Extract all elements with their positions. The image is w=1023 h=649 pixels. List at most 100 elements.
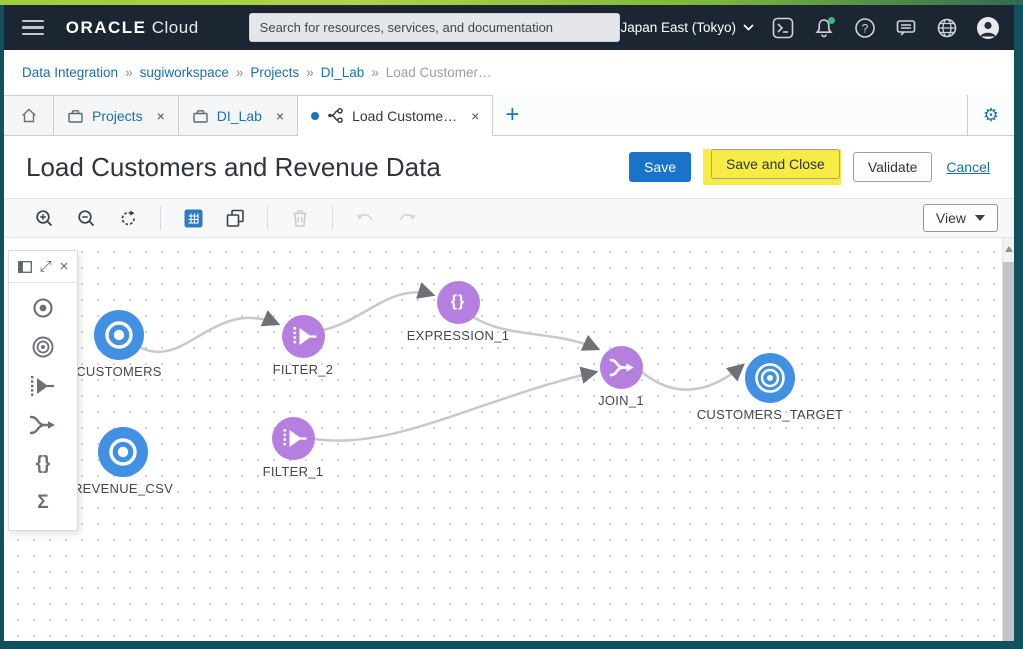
flow-node-expression_1[interactable]: {} bbox=[436, 280, 480, 324]
cancel-link[interactable]: Cancel bbox=[946, 159, 990, 175]
home-icon bbox=[22, 108, 36, 123]
flow-node-label-revenue_csv: REVENUE_CSV bbox=[72, 481, 174, 496]
flow-node-label-expression_1: EXPRESSION_1 bbox=[406, 327, 510, 343]
region-label: Japan East (Tokyo) bbox=[620, 20, 736, 35]
edge-filter_1-to-join_1[interactable] bbox=[314, 366, 599, 442]
flow-node-label-join_1: JOIN_1 bbox=[598, 392, 644, 408]
project-icon bbox=[193, 109, 208, 123]
undo-icon[interactable] bbox=[355, 208, 375, 228]
scrollbar-thumb[interactable] bbox=[1003, 262, 1014, 641]
caret-down-icon bbox=[975, 215, 985, 221]
expand-palette-icon[interactable]: ⤢ bbox=[39, 258, 52, 275]
chevron-down-icon bbox=[743, 24, 754, 31]
save-and-close-highlight: Save and Close bbox=[703, 149, 841, 185]
flow-node-label-customers: CUSTOMERS bbox=[76, 364, 162, 379]
toggle-grid-icon[interactable] bbox=[183, 208, 203, 228]
dock-panel-icon[interactable] bbox=[17, 260, 32, 273]
save-button[interactable]: Save bbox=[629, 152, 691, 182]
hamburger-menu-icon[interactable] bbox=[22, 19, 44, 36]
flow-node-revenue_csv[interactable] bbox=[98, 427, 148, 477]
region-selector[interactable]: Japan East (Tokyo) bbox=[620, 20, 754, 35]
zoom-out-icon[interactable] bbox=[76, 208, 96, 228]
data-flow-icon bbox=[328, 107, 343, 124]
close-palette-icon[interactable]: × bbox=[59, 258, 69, 275]
join-operator-icon[interactable] bbox=[23, 408, 63, 442]
edge-customers-to-filter_2[interactable] bbox=[135, 310, 281, 353]
flow-node-join_1[interactable] bbox=[599, 345, 643, 389]
tab-di-lab[interactable]: DI_Lab × bbox=[178, 95, 299, 135]
close-icon[interactable]: × bbox=[156, 107, 165, 124]
flow-node-filter_1[interactable] bbox=[271, 416, 315, 460]
breadcrumb-projects[interactable]: Projects bbox=[250, 65, 300, 80]
user-avatar[interactable] bbox=[976, 16, 1000, 40]
tab-settings-gear-icon[interactable]: ⚙ bbox=[967, 95, 1014, 135]
breadcrumb-workspace[interactable]: sugiworkspace bbox=[139, 65, 229, 80]
feedback-chat-icon[interactable] bbox=[894, 16, 918, 40]
project-icon bbox=[68, 109, 83, 123]
palette-items: {} Σ bbox=[9, 283, 77, 530]
canvas-toolbar: View bbox=[4, 198, 1014, 238]
vertical-scrollbar[interactable] bbox=[1002, 238, 1014, 641]
help-icon[interactable]: ? bbox=[853, 16, 877, 40]
target-operator-icon[interactable] bbox=[23, 330, 63, 364]
tab-home[interactable] bbox=[4, 95, 54, 135]
notifications-bell-icon[interactable] bbox=[812, 16, 836, 40]
brand-oracle: ORACLE bbox=[65, 17, 147, 37]
toolbar-divider bbox=[160, 206, 161, 230]
edge-expression_1-to-join_1[interactable] bbox=[472, 315, 601, 351]
cloud-shell-icon[interactable] bbox=[771, 16, 795, 40]
breadcrumb-separator: » bbox=[235, 65, 244, 80]
flow-node-label-filter_1: FILTER_1 bbox=[262, 463, 324, 479]
breadcrumb-separator: » bbox=[125, 65, 133, 80]
workspace-tab-bar: Projects × DI_Lab × Load Custome… × + ⚙ bbox=[4, 95, 1014, 136]
flow-node-customers[interactable] bbox=[94, 310, 144, 360]
unsaved-changes-dot bbox=[311, 111, 320, 120]
breadcrumb-separator: » bbox=[371, 65, 379, 80]
svg-text:?: ? bbox=[862, 21, 869, 35]
edge-filter_2-to-expression_1[interactable] bbox=[322, 282, 436, 332]
tab-load-customers[interactable]: Load Custome… × bbox=[298, 95, 494, 136]
global-search-input[interactable] bbox=[248, 13, 621, 42]
source-operator-icon[interactable] bbox=[23, 291, 63, 325]
redo-icon[interactable] bbox=[397, 208, 417, 228]
expression-operator-icon[interactable]: {} bbox=[35, 453, 51, 474]
add-tab-button[interactable]: + bbox=[505, 101, 520, 128]
close-icon[interactable]: × bbox=[275, 107, 285, 124]
breadcrumb-data-integration[interactable]: Data Integration bbox=[22, 65, 119, 80]
oci-console: ORACLE Cloud Japan East (Tokyo) ? bbox=[4, 5, 1014, 641]
edges-layer bbox=[135, 282, 745, 442]
operator-palette: ⤢ × {} Σ bbox=[8, 250, 78, 531]
breadcrumb-di-lab[interactable]: DI_Lab bbox=[320, 65, 365, 80]
aggregate-operator-icon[interactable]: Σ bbox=[37, 492, 49, 513]
auto-layout-icon[interactable] bbox=[225, 208, 245, 228]
save-and-close-button[interactable]: Save and Close bbox=[711, 149, 840, 179]
view-dropdown[interactable]: View bbox=[922, 204, 998, 232]
tab-label: Load Custome… bbox=[352, 107, 458, 124]
zoom-in-icon[interactable] bbox=[34, 208, 54, 228]
toolbar-divider bbox=[332, 206, 333, 230]
notification-badge bbox=[828, 16, 835, 24]
page-header: Load Customers and Revenue Data Save Sav… bbox=[4, 136, 1014, 198]
topbar-right-group: Japan East (Tokyo) ? bbox=[620, 16, 1000, 40]
flow-node-filter_2[interactable] bbox=[281, 314, 325, 358]
filter-operator-icon[interactable] bbox=[23, 369, 63, 403]
delete-icon[interactable] bbox=[290, 208, 310, 228]
edge-join_1-to-customers_target[interactable] bbox=[641, 363, 745, 391]
validate-button[interactable]: Validate bbox=[852, 152, 933, 182]
palette-header: ⤢ × bbox=[9, 251, 77, 283]
page-title: Load Customers and Revenue Data bbox=[26, 151, 441, 182]
reset-zoom-icon[interactable] bbox=[118, 208, 138, 228]
close-icon[interactable]: × bbox=[471, 107, 480, 124]
breadcrumb-separator: » bbox=[306, 65, 314, 80]
tab-label: Projects bbox=[92, 107, 143, 124]
scrollbar-up-arrow[interactable] bbox=[1005, 246, 1013, 252]
oracle-cloud-logo[interactable]: ORACLE Cloud bbox=[66, 18, 199, 38]
language-globe-icon[interactable] bbox=[935, 16, 959, 40]
toolbar-divider bbox=[267, 206, 268, 230]
flow-node-customers_target[interactable] bbox=[745, 353, 795, 403]
tab-projects[interactable]: Projects × bbox=[54, 95, 179, 135]
